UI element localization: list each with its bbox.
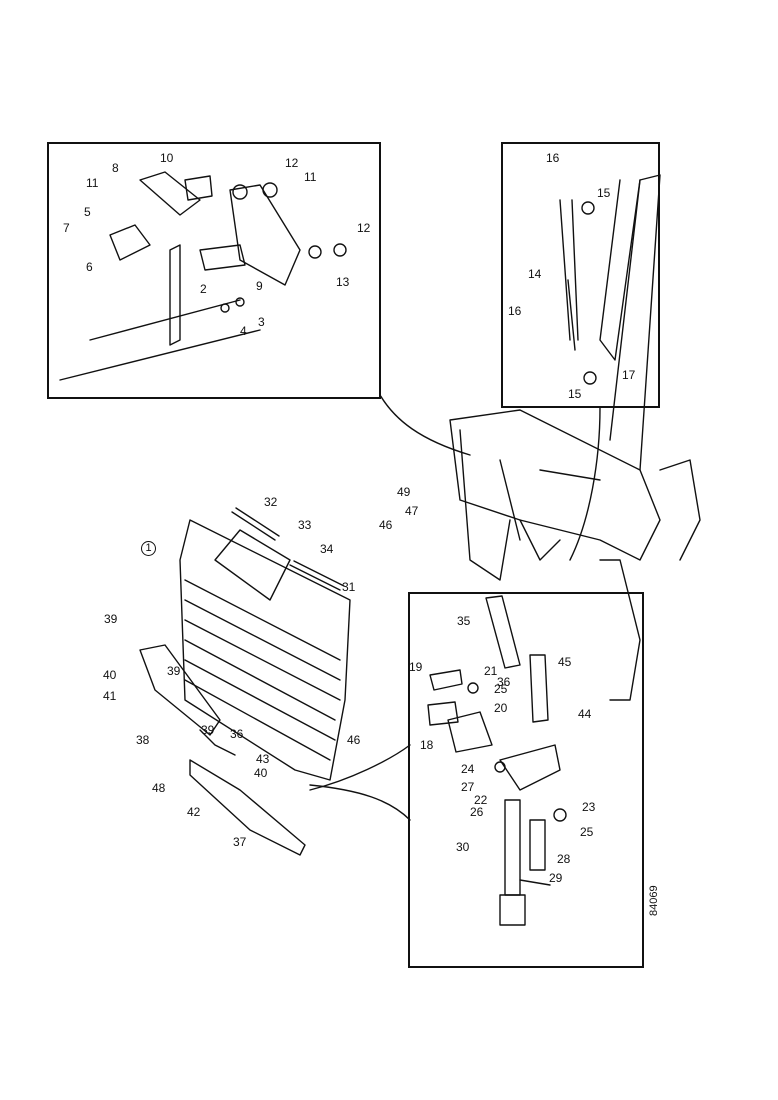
callout-40b: 40 [254, 766, 268, 780]
callout-1: 1 [141, 541, 156, 556]
callout-39b: 39 [167, 664, 181, 678]
callout-11b: 11 [304, 170, 317, 184]
callout-25b: 25 [494, 682, 508, 696]
callout-12a: 12 [285, 156, 299, 170]
callout-29: 29 [549, 871, 563, 885]
callout-24: 24 [461, 762, 475, 776]
detail-inset-hinge [47, 142, 381, 399]
callout-2: 2 [200, 282, 207, 296]
callout-37: 37 [233, 835, 247, 849]
callout-4: 4 [240, 324, 247, 338]
callout-49: 49 [397, 485, 411, 499]
callout-7: 7 [63, 221, 70, 235]
callout-41: 41 [103, 689, 117, 703]
connector-line-bottom [309, 744, 411, 791]
callout-20: 20 [494, 701, 508, 715]
callout-47: 47 [405, 504, 419, 518]
callout-22: 22 [474, 793, 488, 807]
callout-46b: 46 [379, 518, 393, 532]
callout-6: 6 [86, 260, 93, 274]
callout-35: 35 [457, 614, 471, 628]
detail-inset-latch [408, 592, 644, 968]
callout-43: 43 [256, 752, 270, 766]
callout-25a: 25 [580, 825, 594, 839]
connector-line-right-inset [569, 407, 601, 561]
callout-42: 42 [187, 805, 201, 819]
callout-33: 33 [298, 518, 312, 532]
callout-13: 13 [336, 275, 350, 289]
grille-assembly [179, 519, 351, 781]
callout-12b: 12 [357, 221, 371, 235]
callout-8: 8 [112, 161, 119, 175]
callout-30: 30 [456, 840, 470, 854]
callout-11a: 11 [86, 176, 99, 190]
callout-26: 26 [470, 805, 484, 819]
callout-45: 45 [558, 655, 572, 669]
callout-23: 23 [582, 800, 596, 814]
callout-46a: 46 [347, 733, 361, 747]
callout-27: 27 [461, 780, 475, 794]
figure-id-label: 84069 [648, 885, 660, 916]
callout-15a: 15 [597, 186, 611, 200]
callout-5: 5 [84, 205, 91, 219]
cab-frame [449, 409, 661, 561]
callout-18: 18 [420, 738, 434, 752]
callout-17: 17 [622, 368, 636, 382]
callout-10: 10 [160, 151, 174, 165]
callout-48: 48 [152, 781, 166, 795]
callout-39a: 39 [104, 612, 118, 626]
callout-15b: 15 [568, 387, 582, 401]
callout-3: 3 [258, 315, 265, 329]
callout-9: 9 [256, 279, 263, 293]
callout-16a: 16 [546, 151, 560, 165]
detail-inset-gas-strut [501, 142, 660, 408]
callout-39c: 39 [201, 723, 215, 737]
callout-40a: 40 [103, 668, 117, 682]
connector-line-left-inset [379, 394, 471, 456]
callout-34: 34 [320, 542, 334, 556]
callout-19: 19 [409, 660, 423, 674]
callout-36a: 36 [497, 675, 511, 689]
callout-21: 21 [484, 664, 498, 678]
callout-28: 28 [557, 852, 571, 866]
callout-38: 38 [136, 733, 150, 747]
callout-16b: 16 [508, 304, 522, 318]
callout-14: 14 [528, 267, 542, 281]
callout-44: 44 [578, 707, 592, 721]
callout-31: 31 [342, 580, 356, 594]
callout-32: 32 [264, 495, 278, 509]
callout-36b: 36 [230, 727, 244, 741]
